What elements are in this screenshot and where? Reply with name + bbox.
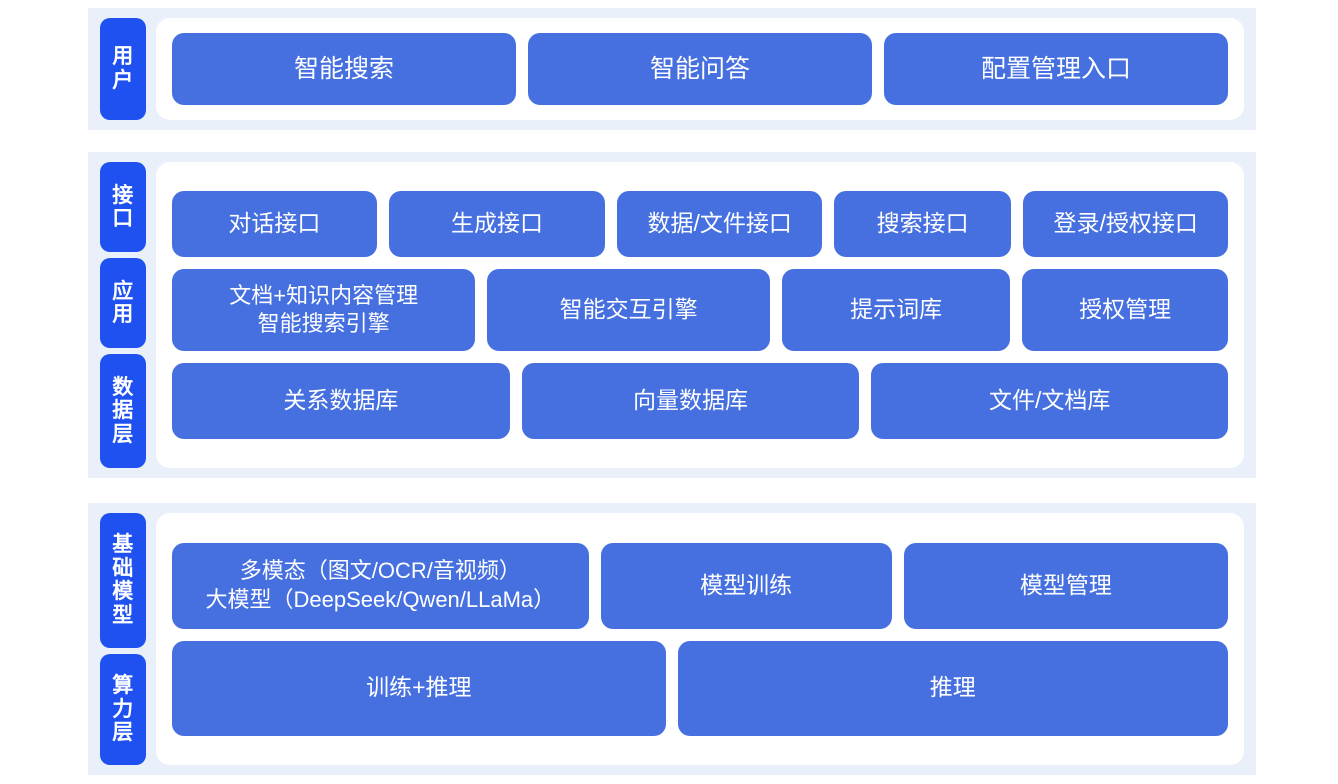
row-interface: 对话接口 生成接口 数据/文件接口 搜索接口 登录/授权接口	[172, 191, 1228, 257]
node-inference[interactable]: 推理	[677, 640, 1228, 736]
layer-tab-interface[interactable]: 接口	[100, 162, 146, 253]
node-file-document-store[interactable]: 文件/文档库	[871, 363, 1228, 439]
layer-label-column-middle: 接口 应用 数据层	[88, 152, 146, 478]
row-data: 关系数据库 向量数据库 文件/文档库	[172, 363, 1228, 439]
layer-tab-interface-text: 接口	[112, 183, 134, 231]
layer-group-user: 用户 智能搜索 智能问答 配置管理入口	[88, 8, 1256, 130]
node-model-training[interactable]: 模型训练	[600, 542, 892, 629]
node-data-file-api[interactable]: 数据/文件接口	[617, 191, 822, 257]
node-vector-database[interactable]: 向量数据库	[521, 363, 860, 439]
row-compute: 训练+推理 推理	[172, 640, 1228, 736]
layer-tab-data[interactable]: 数据层	[100, 354, 146, 468]
node-intelligent-interaction-engine[interactable]: 智能交互引擎	[487, 269, 770, 351]
layer-tab-compute[interactable]: 算力层	[100, 653, 146, 766]
node-intelligent-qa[interactable]: 智能问答	[528, 33, 872, 105]
row-application: 文档+知识内容管理 智能搜索引擎 智能交互引擎 提示词库 授权管理	[172, 269, 1228, 351]
layer-panel-middle: 对话接口 生成接口 数据/文件接口 搜索接口 登录/授权接口 文档+知识内容管理…	[156, 162, 1244, 468]
layer-panel-base: 多模态（图文/OCR/音视频） 大模型（DeepSeek/Qwen/LLaMa）…	[156, 513, 1244, 765]
node-generation-api[interactable]: 生成接口	[388, 191, 606, 257]
node-config-management-entry[interactable]: 配置管理入口	[884, 33, 1228, 105]
row-foundation-model: 多模态（图文/OCR/音视频） 大模型（DeepSeek/Qwen/LLaMa）…	[172, 542, 1228, 629]
node-authorization-management[interactable]: 授权管理	[1022, 269, 1228, 351]
node-intelligent-search[interactable]: 智能搜索	[172, 33, 516, 105]
node-dialog-api[interactable]: 对话接口	[172, 191, 377, 257]
layer-tab-foundation-model-text: 基础模型	[112, 533, 134, 627]
node-prompt-library[interactable]: 提示词库	[781, 269, 1011, 351]
layer-tab-user-text: 用户	[112, 45, 134, 92]
layer-tab-compute-text: 算力层	[112, 674, 134, 745]
node-model-management[interactable]: 模型管理	[903, 542, 1228, 629]
layer-label-column-base: 基础模型 算力层	[88, 503, 146, 775]
layer-group-middle: 接口 应用 数据层 对话接口 生成接口 数据/文件接口 搜索接口 登录/授权接口…	[88, 152, 1256, 478]
layer-tab-application-text: 应用	[112, 279, 134, 327]
layer-group-base: 基础模型 算力层 多模态（图文/OCR/音视频） 大模型（DeepSeek/Qw…	[88, 503, 1256, 775]
node-training-inference[interactable]: 训练+推理	[172, 640, 666, 736]
node-relational-database[interactable]: 关系数据库	[172, 363, 510, 439]
layer-tab-application[interactable]: 应用	[100, 258, 146, 349]
node-search-api[interactable]: 搜索接口	[834, 191, 1012, 257]
row-user-entries: 智能搜索 智能问答 配置管理入口	[172, 33, 1228, 105]
layer-label-column-user: 用户	[88, 8, 146, 130]
node-multimodal-large-model[interactable]: 多模态（图文/OCR/音视频） 大模型（DeepSeek/Qwen/LLaMa）	[172, 542, 589, 629]
layer-tab-data-text: 数据层	[112, 375, 134, 446]
layer-panel-user: 智能搜索 智能问答 配置管理入口	[156, 18, 1244, 120]
node-document-knowledge-management[interactable]: 文档+知识内容管理 智能搜索引擎	[172, 269, 476, 351]
node-login-auth-api[interactable]: 登录/授权接口	[1023, 191, 1228, 257]
layer-tab-foundation-model[interactable]: 基础模型	[100, 513, 146, 648]
layer-tab-user[interactable]: 用户	[100, 18, 146, 120]
